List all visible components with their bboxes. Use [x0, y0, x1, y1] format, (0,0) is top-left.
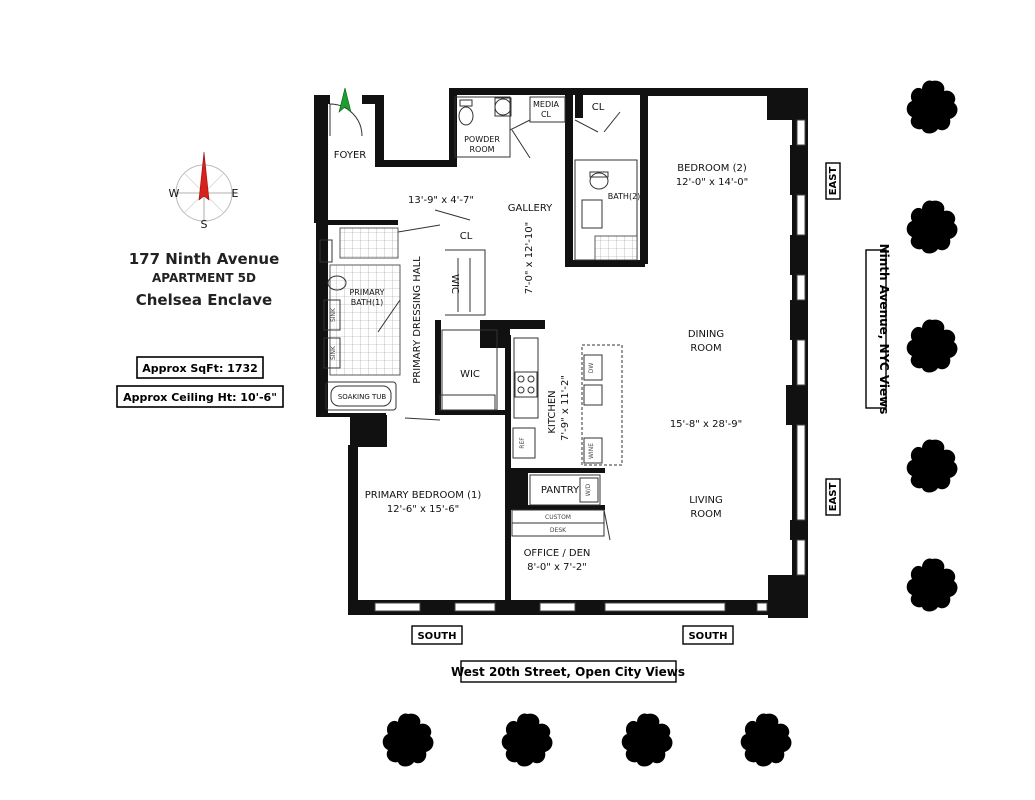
building-unit: APARTMENT 5D	[152, 271, 256, 285]
label-soaking-tub: SOAKING TUB	[338, 393, 387, 401]
tag-south-right: SOUTH	[682, 625, 734, 645]
label-foyer: FOYER	[334, 150, 367, 161]
compass-s: S	[201, 218, 208, 231]
tag-west-20th: West 20th Street, Open City Views	[451, 660, 685, 683]
tag-west-20th-text: West 20th Street, Open City Views	[451, 665, 685, 679]
label-primary-bedroom: PRIMARY BEDROOM (1)	[365, 490, 482, 501]
tag-south-left-text: SOUTH	[417, 631, 456, 642]
tree-icon	[382, 713, 434, 767]
label-gallery: GALLERY	[508, 203, 553, 214]
kitchen-dim: 7'-9" x 11'-2"	[560, 375, 571, 441]
label-pantry: PANTRY	[541, 485, 580, 496]
tree-icon	[501, 713, 553, 767]
label-cl-mid: CL	[460, 231, 473, 242]
label-desk: DESK	[550, 527, 567, 534]
tag-ninth-avenue-text: Ninth Avenue, NYC Views	[877, 244, 891, 415]
label-powder-2: ROOM	[469, 145, 494, 154]
label-primary-bath-1: PRIMARY	[349, 288, 384, 297]
ceiling-box: Approx Ceiling Ht: 10'-6"	[116, 385, 284, 408]
label-cl-top: CL	[592, 102, 605, 113]
label-media-2: CL	[541, 110, 552, 119]
entry-arrow-icon	[338, 87, 352, 113]
compass-e: E	[232, 187, 239, 200]
tree-icon	[740, 713, 792, 767]
label-living-2: ROOM	[690, 509, 721, 520]
sqft-label: Approx SqFt: 1732	[142, 362, 258, 375]
tag-east-top-text: EAST	[828, 167, 839, 196]
ceiling-label: Approx Ceiling Ht: 10'-6"	[123, 391, 277, 404]
label-living-1: LIVING	[689, 495, 723, 506]
tree-icon	[621, 713, 673, 767]
label-custom: CUSTOM	[545, 514, 571, 521]
tag-south-left: SOUTH	[411, 625, 463, 645]
office-dim: 8'-0" x 7'-2"	[527, 562, 587, 573]
gallery-dim-h: 13'-9" x 4'-7"	[408, 195, 474, 206]
tag-south-right-text: SOUTH	[688, 631, 727, 642]
building-name: Chelsea Enclave	[136, 291, 272, 309]
tree-icon	[906, 319, 958, 373]
living-dim: 15'-8" x 28'-9"	[670, 419, 742, 430]
compass-w: W	[169, 187, 180, 200]
windows	[374, 119, 806, 612]
tree-icon	[906, 439, 958, 493]
tag-ninth-avenue: Ninth Avenue, NYC Views	[865, 244, 891, 415]
label-dressing-hall: PRIMARY DRESSING HALL	[412, 256, 423, 384]
label-kitchen: KITCHEN	[547, 390, 558, 433]
gallery-dim-v: 7'-0" x 12'-10"	[524, 222, 535, 294]
label-wic: WIC	[460, 369, 480, 380]
label-bath2: BATH(2)	[608, 192, 641, 201]
label-media-1: MEDIA	[533, 100, 559, 109]
fixtures	[319, 96, 638, 541]
tree-icon	[906, 80, 958, 134]
tree-icon	[906, 200, 958, 254]
label-primary-bath-2: BATH(1)	[351, 298, 384, 307]
label-wd: W/D	[585, 483, 592, 496]
label-sink-2: SINK	[330, 345, 337, 360]
sqft-box: Approx SqFt: 1732	[136, 356, 264, 379]
tag-east-bottom: EAST	[825, 478, 841, 516]
label-powder-1: POWDER	[464, 135, 500, 144]
tree-icon	[906, 558, 958, 612]
compass-rose-icon: W E S	[169, 151, 239, 231]
primary-bedroom-dim: 12'-6" x 15'-6"	[387, 504, 459, 515]
label-bedroom2: BEDROOM (2)	[677, 163, 747, 174]
label-dw: DW	[588, 363, 595, 374]
label-wine: WINE	[588, 443, 595, 459]
label-dining-2: ROOM	[690, 343, 721, 354]
label-wic-vertical: WIC	[449, 274, 460, 294]
building-address: 177 Ninth Avenue	[129, 250, 280, 268]
label-dining-1: DINING	[688, 329, 724, 340]
label-sink-1: SINK	[330, 307, 337, 322]
bedroom2-dim: 12'-0" x 14'-0"	[676, 177, 748, 188]
label-ref: REF	[519, 437, 526, 449]
label-office: OFFICE / DEN	[524, 548, 591, 559]
tag-east-bottom-text: EAST	[828, 483, 839, 512]
tag-east-top: EAST	[825, 162, 841, 200]
